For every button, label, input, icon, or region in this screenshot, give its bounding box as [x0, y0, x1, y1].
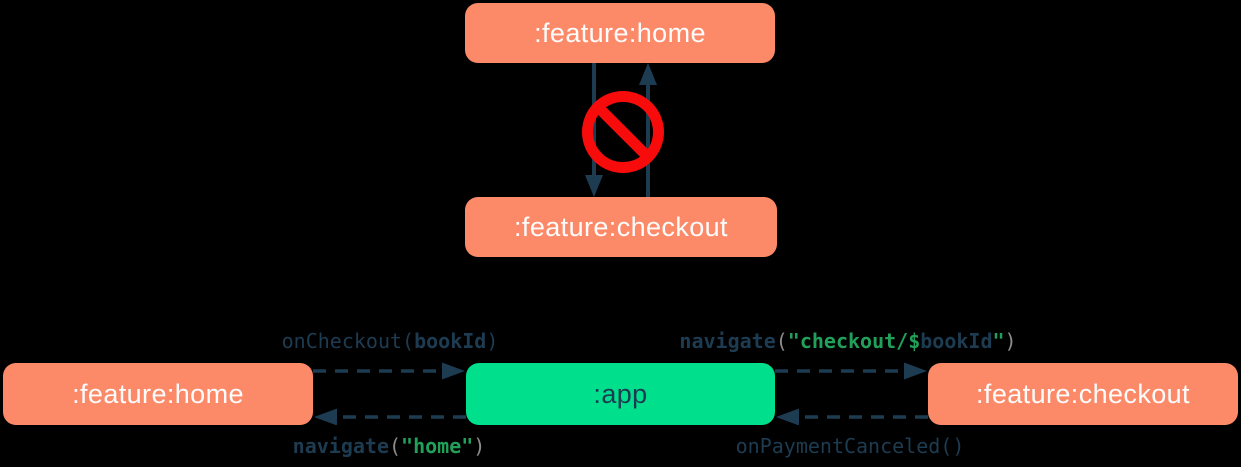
node-feature-home-bottom: :feature:home — [3, 363, 313, 425]
code-fn-call: onCheckout( — [281, 329, 415, 353]
code-fn-name: navigate — [292, 434, 389, 458]
edge-label-onpaymentcanceled: onPaymentCanceled() — [736, 434, 965, 458]
code-close-paren: ) — [1004, 329, 1017, 353]
node-feature-home-bottom-label: :feature:home — [72, 378, 244, 409]
node-app-label: :app — [593, 378, 648, 409]
no-entry-icon — [582, 91, 664, 173]
node-feature-checkout-top-label: :feature:checkout — [514, 211, 728, 242]
code-open-paren: ( — [775, 329, 788, 353]
node-feature-home-top-label: :feature:home — [534, 17, 706, 48]
code-string-end: " — [992, 329, 1005, 353]
arrow-home-to-checkout-head — [585, 175, 603, 197]
edges-home-app — [313, 362, 466, 425]
edge-oncheckout-head — [442, 362, 465, 380]
code-close-paren: ) — [486, 329, 499, 353]
arrow-checkout-to-home-head — [639, 63, 657, 85]
node-feature-checkout-bottom-label: :feature:checkout — [976, 378, 1190, 409]
code-string: "checkout/$ — [787, 329, 921, 353]
node-feature-checkout-top: :feature:checkout — [465, 197, 777, 257]
code-close-paren: ) — [473, 434, 486, 458]
node-app: :app — [466, 363, 775, 425]
code-fn-name: navigate — [679, 329, 776, 353]
edge-navigate-home-head — [314, 408, 337, 425]
code-open-paren: ( — [388, 434, 402, 458]
edge-label-navigate-checkout: navigate("checkout/$bookId") — [679, 329, 1016, 353]
node-feature-checkout-bottom: :feature:checkout — [928, 363, 1238, 425]
node-feature-home-top: :feature:home — [465, 3, 775, 63]
no-entry-slash — [594, 103, 652, 161]
code-template-var: bookId — [920, 329, 993, 353]
edge-label-navigate-home: navigate("home") — [293, 434, 486, 458]
code-string: "home" — [401, 434, 474, 458]
code-arg: bookId — [414, 329, 487, 353]
edge-navigate-checkout-head — [904, 362, 927, 380]
no-entry-ring — [582, 91, 664, 173]
edges-app-checkout — [775, 362, 928, 425]
edge-label-oncheckout: onCheckout(bookId) — [282, 329, 499, 353]
edge-onpaymentcanceled-head — [776, 408, 799, 425]
code-fn-call: onPaymentCanceled() — [735, 434, 965, 458]
